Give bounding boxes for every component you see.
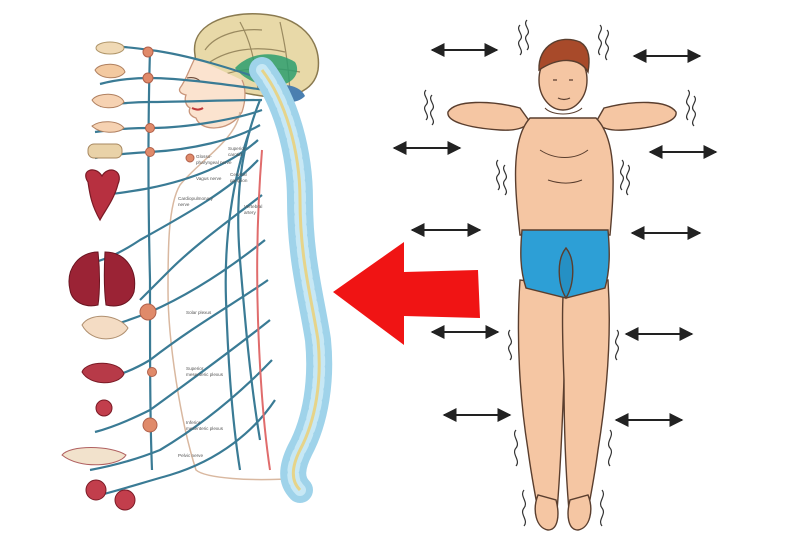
label-carotid-2: carotid xyxy=(228,152,242,157)
vibration-lines-icon xyxy=(423,19,697,527)
label-cervical-2: ganglion xyxy=(230,178,248,183)
label-inferior-2: mesenteric plexus xyxy=(186,426,224,431)
artery-line xyxy=(256,149,271,471)
left-arrow-icon xyxy=(333,242,480,345)
organs xyxy=(61,41,136,511)
double-arrow-icon xyxy=(392,43,718,427)
label-inferior: Inferior xyxy=(186,420,201,425)
label-vertebral: Vertebral xyxy=(244,204,262,209)
label-vagus: Vagus nerve xyxy=(196,176,222,181)
label-superior: Superior xyxy=(186,366,204,371)
spine xyxy=(249,57,333,503)
label-solar: Solar plexus xyxy=(186,310,212,315)
label-cardio: Cardiopulmonary xyxy=(178,196,214,201)
label-pharyngeal: pharyngeal nerve xyxy=(196,160,232,165)
label-superior-2: mesenteric plexus xyxy=(186,372,224,377)
label-glosso: Glosso- xyxy=(196,154,212,159)
face-profile xyxy=(178,57,246,129)
heart xyxy=(85,169,120,222)
diagram-labels: Glosso- pharyngeal nerve Vagus nerve Car… xyxy=(178,146,262,458)
ganglia xyxy=(139,46,195,433)
nervous-system-panel: Glosso- pharyngeal nerve Vagus nerve Car… xyxy=(61,13,333,511)
body-outline xyxy=(167,111,301,481)
label-cardio-nerve: nerve xyxy=(178,202,190,207)
label-cervical: Cervical xyxy=(230,172,247,177)
nerve-lines xyxy=(89,44,276,497)
label-vertebral-2: artery xyxy=(244,210,256,215)
floating-man xyxy=(447,38,677,531)
label-pelvic: Pelvic nerve xyxy=(178,453,203,458)
label-carotid: Superior xyxy=(228,146,246,151)
